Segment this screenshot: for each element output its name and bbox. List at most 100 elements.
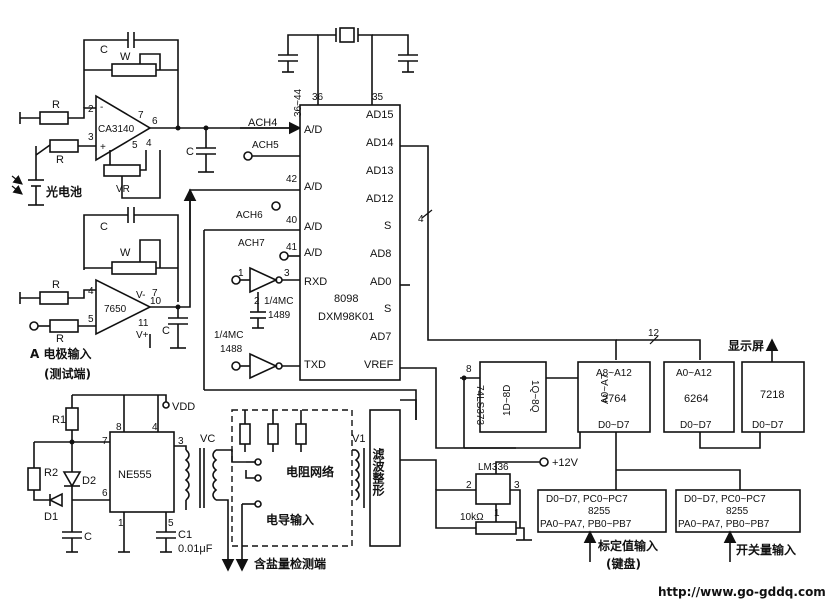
svg-text:ACH7: ACH7 <box>238 238 265 249</box>
switch-input-label: 开关量输入 <box>736 542 796 557</box>
ach4-label: ACH4 <box>248 117 277 129</box>
svg-text:2: 2 <box>88 104 94 115</box>
ppi-8255-2 <box>675 489 801 533</box>
svg-text:5: 5 <box>132 140 138 151</box>
opamp1-triangle <box>95 94 152 162</box>
svg-text:5: 5 <box>88 314 94 325</box>
svg-text:41: 41 <box>286 242 298 253</box>
svg-text:7: 7 <box>152 288 158 299</box>
conductance-input-label: 电导输入 <box>266 512 314 527</box>
electrode-input-label: A 电极输入 <box>30 346 91 361</box>
svg-text:35: 35 <box>372 92 384 103</box>
svg-text:W: W <box>120 247 131 259</box>
sensor-section: 电阻网络 电导输入 含盐量检测端 V1 滤波整形 <box>216 399 437 572</box>
svg-text:+: + <box>100 142 106 153</box>
plus12-label: +12V <box>552 457 579 469</box>
svg-text:AD7: AD7 <box>370 331 391 343</box>
w-label: W <box>120 51 131 63</box>
svg-text:V+: V+ <box>136 330 149 341</box>
svg-text:1D~8D: 1D~8D <box>502 385 513 416</box>
svg-text:10kΩ: 10kΩ <box>460 512 484 523</box>
svg-text:5: 5 <box>168 518 174 529</box>
svg-text:A0~A12: A0~A12 <box>676 368 712 379</box>
keyboard-label: (键盘) <box>606 556 641 571</box>
test-end-label: (测试端) <box>44 366 91 381</box>
svg-text:7: 7 <box>138 110 144 121</box>
svg-text:11: 11 <box>138 318 149 329</box>
opamp2-triangle <box>95 278 152 336</box>
svg-text:VREF: VREF <box>364 359 394 371</box>
mcu-section: 36 35 36~44 A/D A/D A/D A/D RXD TXD 42 4… <box>203 27 418 420</box>
latch-74ls373 <box>479 361 547 433</box>
svg-text:滤波整形: 滤波整形 <box>371 447 385 497</box>
svg-text:A/D: A/D <box>304 247 322 259</box>
svg-text:VC: VC <box>200 433 215 445</box>
svg-text:PA0~PA7, PB0~PB7: PA0~PA7, PB0~PB7 <box>540 519 632 530</box>
svg-text:6: 6 <box>152 116 158 127</box>
svg-text:R2: R2 <box>44 467 58 479</box>
lm336 <box>475 473 511 505</box>
svg-text:8255: 8255 <box>588 506 611 517</box>
svg-text:1Q~8Q: 1Q~8Q <box>529 380 540 413</box>
svg-text:8: 8 <box>116 422 122 433</box>
svg-text:36: 36 <box>312 92 324 103</box>
eprom-2764 <box>577 361 651 433</box>
svg-text:S: S <box>384 303 391 315</box>
svg-text:8: 8 <box>466 364 472 375</box>
svg-text:AD15: AD15 <box>366 109 394 121</box>
svg-text:D2: D2 <box>82 475 96 487</box>
svg-text:TXD: TXD <box>304 359 326 371</box>
opamp1-section: C W CA3140 2 3 7 5 4 6 - + R R <box>11 32 302 206</box>
svg-text:D0~D7, PC0~PC7: D0~D7, PC0~PC7 <box>546 494 628 505</box>
source-url: http://www.go-gddq.com <box>658 585 826 599</box>
svg-text:12: 12 <box>648 328 660 339</box>
opamp2-label: 7650 <box>104 304 127 315</box>
mcu-8098 <box>299 104 401 381</box>
svg-text:2: 2 <box>254 296 260 307</box>
svg-text:1: 1 <box>238 268 244 279</box>
svg-text:AD14: AD14 <box>366 137 394 149</box>
svg-text:V1: V1 <box>352 433 365 445</box>
svg-text:AD0: AD0 <box>370 276 391 288</box>
svg-text:ACH6: ACH6 <box>236 210 263 221</box>
svg-text:1: 1 <box>118 518 124 529</box>
svg-text:4: 4 <box>88 286 94 297</box>
svg-text:S: S <box>384 220 391 232</box>
svg-text:A/D: A/D <box>304 221 322 233</box>
svg-text:1489: 1489 <box>268 310 291 321</box>
svg-text:PA0~PA7, PB0~PB7: PA0~PA7, PB0~PB7 <box>678 519 770 530</box>
svg-text:3: 3 <box>178 436 184 447</box>
svg-text:10: 10 <box>150 296 162 307</box>
svg-text:R1: R1 <box>52 414 66 426</box>
svg-text:C1: C1 <box>178 529 192 541</box>
svg-text:A8~A12: A8~A12 <box>596 368 632 379</box>
timer-ne555 <box>109 431 175 513</box>
svg-text:ACH5: ACH5 <box>252 140 279 151</box>
svg-text:R: R <box>52 279 60 291</box>
svg-text:-: - <box>100 102 103 113</box>
svg-text:R: R <box>56 333 64 345</box>
svg-text:RXD: RXD <box>304 276 327 288</box>
svg-text:C: C <box>186 146 194 158</box>
ram-label: 6264 <box>684 393 708 405</box>
svg-text:8255: 8255 <box>726 506 749 517</box>
eprom-label: 2764 <box>602 393 626 405</box>
opamp2-section: C W 7650 4 5 V- V+ 7 10 11 R R A 电极输入 (测… <box>19 188 300 381</box>
svg-text:C: C <box>162 325 170 337</box>
svg-text:VDD: VDD <box>172 401 195 413</box>
svg-text:1/4MC: 1/4MC <box>214 330 243 341</box>
display-driver-7218 <box>741 361 805 433</box>
svg-text:D1: D1 <box>44 511 58 523</box>
svg-text:D0~D7: D0~D7 <box>752 420 784 431</box>
opamp1-label: CA3140 <box>98 124 135 135</box>
display-label: 显示屏 <box>728 339 764 353</box>
pot-w1 <box>111 63 157 77</box>
svg-text:A/D: A/D <box>304 124 322 136</box>
svg-text:4: 4 <box>418 214 424 225</box>
svg-text:40: 40 <box>286 215 298 226</box>
svg-text:VR: VR <box>116 184 130 195</box>
salt-test-label: 含盐量检测端 <box>254 556 326 571</box>
svg-text:D0~D7, PC0~PC7: D0~D7, PC0~PC7 <box>684 494 766 505</box>
svg-text:3: 3 <box>284 268 290 279</box>
